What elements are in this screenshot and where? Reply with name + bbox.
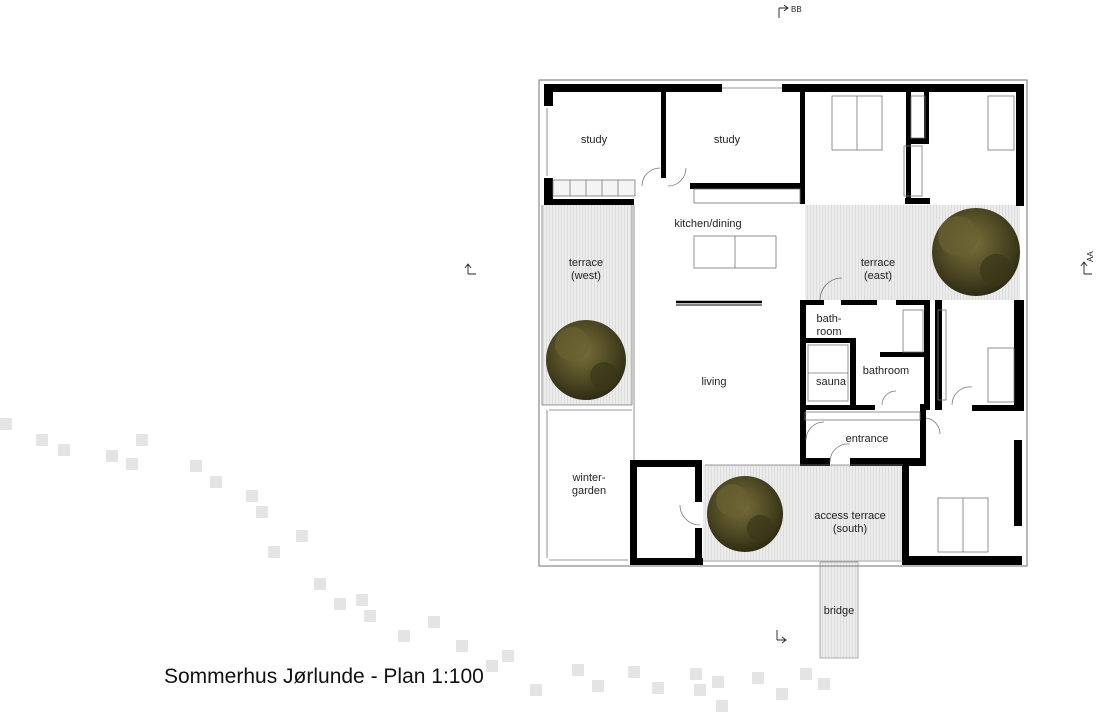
plan-title: Sommerhus Jørlunde - Plan 1:100 bbox=[164, 665, 484, 688]
room-label-study-mid: study bbox=[714, 134, 741, 146]
room-label-bathroom-small-2: room bbox=[816, 326, 841, 338]
section-marker-bb-top bbox=[778, 4, 789, 18]
room-label-access-terrace: access terrace bbox=[814, 510, 886, 522]
bridge-deck bbox=[819, 561, 859, 659]
room-label-terrace-east-sub: (east) bbox=[864, 270, 892, 282]
section-marker-bb-bottom bbox=[776, 630, 787, 644]
room-label-sauna: sauna bbox=[816, 376, 847, 388]
room-label-winter-garden-2: garden bbox=[572, 485, 606, 497]
room-labels: study study kitchen/dining terrace (west… bbox=[569, 134, 909, 617]
room-label-terrace-west: terrace bbox=[569, 257, 603, 269]
room-label-bathroom: bathroom bbox=[863, 365, 909, 377]
glazing-and-fixtures bbox=[541, 87, 1015, 562]
room-label-entrance: entrance bbox=[846, 433, 889, 445]
tree-icon bbox=[546, 320, 626, 400]
building-outline bbox=[538, 79, 1028, 567]
room-label-terrace-east: terrace bbox=[861, 257, 895, 269]
section-label-aa: AA bbox=[1086, 251, 1095, 262]
room-label-kitchen-dining: kitchen/dining bbox=[674, 218, 741, 230]
room-label-bathroom-small: bath- bbox=[816, 313, 841, 325]
walls bbox=[544, 84, 1024, 565]
section-label-bb: BB bbox=[791, 5, 802, 14]
room-label-study-west: study bbox=[581, 134, 608, 146]
stepping-stones bbox=[0, 418, 830, 712]
room-label-access-terrace-sub: (south) bbox=[833, 523, 867, 535]
tree-icon bbox=[707, 476, 783, 552]
room-label-bridge: bridge bbox=[824, 605, 855, 617]
tree-icon bbox=[932, 208, 1020, 296]
room-label-living: living bbox=[701, 376, 726, 388]
section-marker-aa-right bbox=[1080, 261, 1092, 275]
section-marker-aa-left bbox=[464, 263, 476, 275]
room-label-terrace-west-sub: (west) bbox=[571, 270, 601, 282]
room-label-winter-garden: winter- bbox=[571, 472, 605, 484]
